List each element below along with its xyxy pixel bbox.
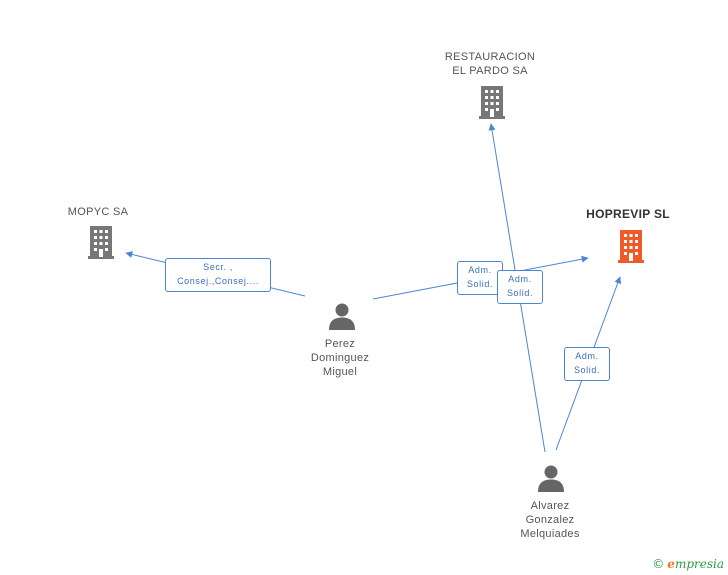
node-label-line: Melquiades (520, 528, 580, 540)
node-label-line: MOPYC SA (67, 206, 129, 218)
edge-label-alvarez-hoprevip[interactable]: Adm. Solid. (564, 347, 610, 381)
edge-label-line: Solid. (573, 365, 601, 375)
node-label-line: Dominguez (310, 352, 370, 364)
edge-label-line: Secr. , (203, 262, 233, 272)
edge-label-line: Adm. (508, 274, 532, 284)
node-label-restauracion[interactable]: RESTAURACION EL PARDO SA (430, 50, 550, 78)
edge-label-perez-mopyc[interactable]: Secr. , Consej.,Consej.... (165, 258, 271, 292)
node-label-line: Miguel (322, 366, 358, 378)
building-icon[interactable] (85, 224, 117, 260)
brand-first-letter: e (667, 557, 675, 571)
edge-label-line: Solid. (466, 279, 494, 289)
node-label-line: HOPREVIP SL (586, 207, 670, 221)
node-label-line: Alvarez (530, 500, 570, 512)
node-label-line: EL PARDO SA (452, 65, 528, 77)
node-label-line: Gonzalez (525, 514, 575, 526)
person-icon[interactable] (327, 301, 357, 331)
edge-label-line: Adm. (575, 351, 599, 361)
node-label-line: Perez (324, 338, 356, 350)
node-label-perez[interactable]: Perez Dominguez Miguel (290, 337, 390, 379)
node-label-alvarez[interactable]: Alvarez Gonzalez Melquiades (498, 499, 602, 541)
node-label-mopyc[interactable]: MOPYC SA (48, 205, 148, 219)
edge-label-line: Solid. (506, 288, 534, 298)
edge-label-alvarez-restauracion[interactable]: Adm. Solid. (497, 270, 543, 304)
node-label-hoprevip[interactable]: HOPREVIP SL (576, 207, 680, 221)
brand-name-rest: mpresia (674, 557, 724, 571)
building-icon[interactable] (476, 84, 508, 120)
brand-logo: ©empresia (652, 557, 724, 571)
node-label-line: RESTAURACION (444, 51, 536, 63)
copyright-icon: © (652, 557, 665, 571)
person-icon[interactable] (536, 463, 566, 493)
building-icon[interactable] (615, 228, 647, 264)
edge-label-line: Consej.,Consej.... (177, 276, 259, 286)
edge-label-line: Adm. (468, 265, 492, 275)
